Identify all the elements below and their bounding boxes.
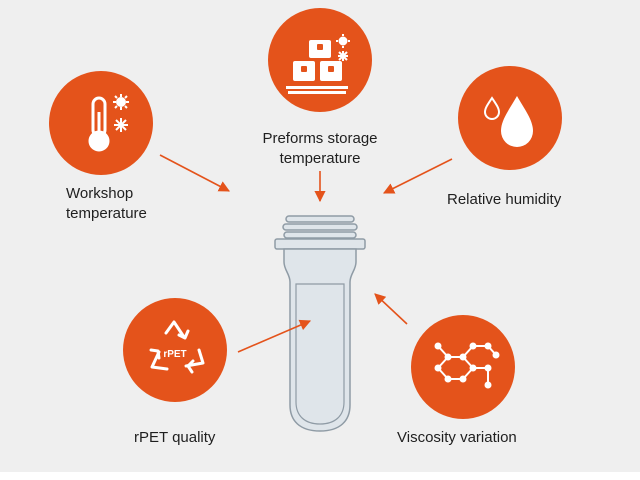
thermometer-icon bbox=[88, 96, 110, 152]
preforms-storage-temperature-label: Preforms storage temperature bbox=[250, 129, 390, 169]
workshop-temperature-icon-circle bbox=[49, 71, 153, 175]
influence-arrows bbox=[159, 154, 453, 353]
relative-humidity-label: Relative humidity bbox=[447, 191, 562, 208]
arrow-viscosity-variation bbox=[374, 293, 408, 325]
snowflake-icon bbox=[114, 118, 128, 132]
relative-humidity-icon-circle bbox=[458, 66, 562, 170]
viscosity-variation-label: Viscosity variation bbox=[397, 429, 517, 446]
bottom-strip bbox=[0, 472, 640, 480]
snowflake-icon bbox=[338, 51, 348, 61]
workshop-temperature-label: Workshop temperature bbox=[66, 184, 147, 224]
viscosity-variation-icon-circle bbox=[411, 315, 515, 419]
arrow-rpet-quality bbox=[237, 319, 312, 353]
rpet-quality-label: rPET quality bbox=[134, 429, 216, 446]
small-drop-icon bbox=[483, 96, 501, 120]
recycle-icon bbox=[149, 320, 205, 374]
arrow-workshop-temperature bbox=[159, 154, 230, 192]
preforms-storage-temperature-line2: temperature bbox=[279, 150, 361, 167]
preforms-storage-icon-circle bbox=[268, 8, 372, 112]
sun-icon bbox=[113, 94, 129, 110]
sun-icon bbox=[336, 34, 350, 48]
arrow-relative-humidity bbox=[382, 158, 453, 194]
workshop-temperature-line1: Workshop bbox=[66, 185, 134, 202]
preform-illustration bbox=[274, 215, 366, 432]
rpet-icon-text: rPET bbox=[163, 349, 186, 360]
rpet-quality-icon-circle: rPET bbox=[123, 298, 227, 402]
workshop-temperature-line2: temperature bbox=[66, 205, 147, 222]
water-drop-icon bbox=[501, 96, 533, 147]
preforms-storage-temperature-line1: Preforms storage bbox=[262, 130, 378, 147]
